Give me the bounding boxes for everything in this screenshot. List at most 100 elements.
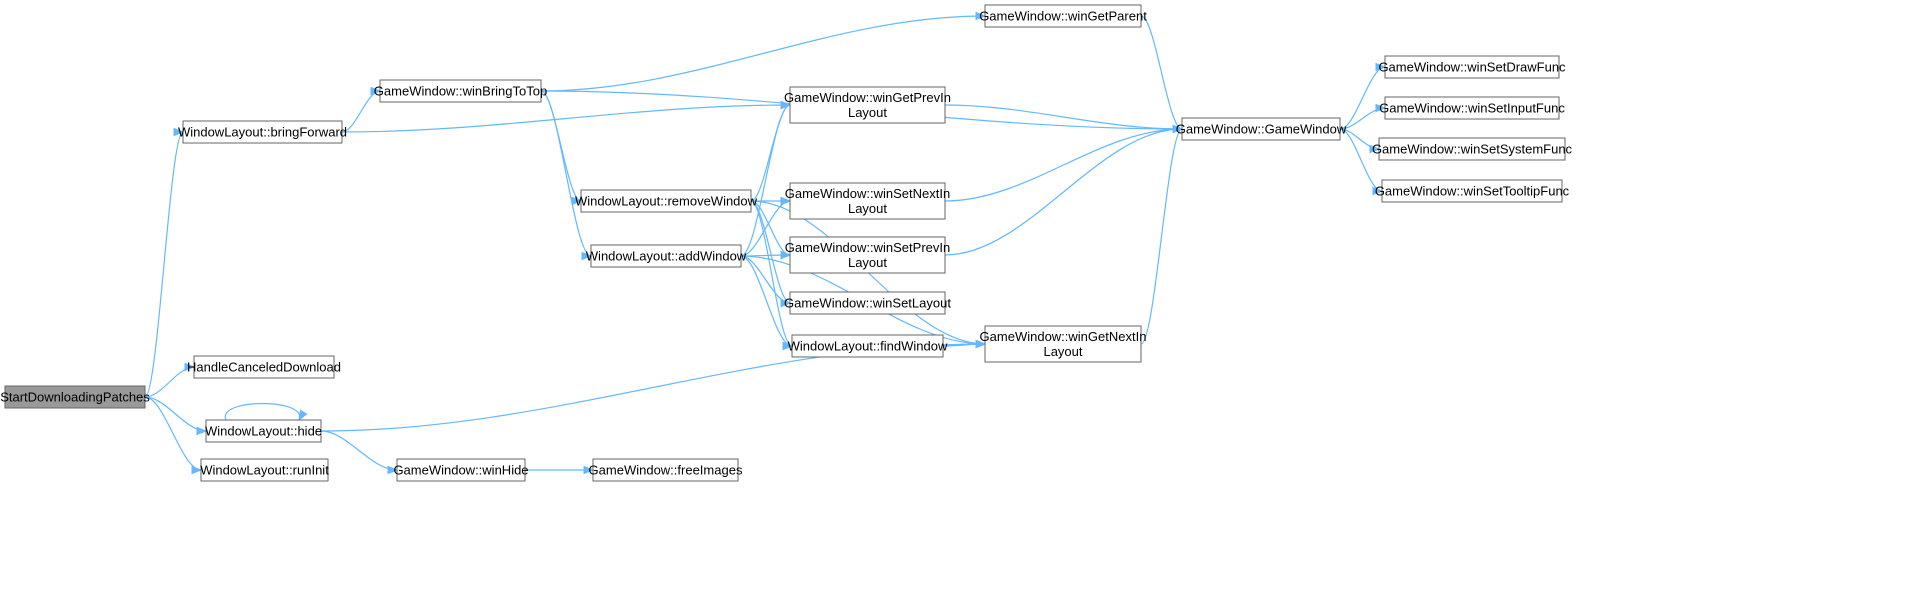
node-box bbox=[984, 4, 1142, 28]
node-box bbox=[205, 419, 322, 443]
edge-hide-to-winHide bbox=[320, 430, 399, 475]
node-label: WindowLayout::bringForward bbox=[178, 125, 347, 140]
node-label: Layout bbox=[848, 105, 887, 120]
edge-winSetPrevInLayout-to-gameWindow bbox=[944, 124, 1184, 256]
node-bringForward[interactable]: WindowLayout::bringForward bbox=[178, 120, 347, 144]
node-box bbox=[1381, 179, 1563, 203]
node-box bbox=[984, 325, 1142, 363]
edge-removeWindow-to-winGetNextInLayout bbox=[750, 200, 987, 349]
node-box bbox=[789, 86, 946, 124]
node-box bbox=[791, 334, 944, 358]
node-findWindow[interactable]: WindowLayout::findWindow bbox=[788, 334, 948, 358]
node-label: GameWindow::winSetLayout bbox=[784, 296, 951, 311]
node-label: GameWindow::winSetPrevIn bbox=[785, 240, 950, 255]
edge-arrowhead bbox=[298, 409, 308, 422]
node-label: GameWindow::GameWindow bbox=[1176, 122, 1347, 137]
node-winSetInputFunc[interactable]: GameWindow::winSetInputFunc bbox=[1379, 96, 1565, 120]
edge-line bbox=[740, 255, 793, 347]
edge-winGetParent-to-gameWindow bbox=[1140, 15, 1184, 134]
edge-arrowhead bbox=[583, 465, 595, 475]
node-winBringToTop[interactable]: GameWindow::winBringToTop bbox=[374, 79, 547, 103]
node-box bbox=[1181, 117, 1341, 141]
edge-line bbox=[320, 430, 398, 471]
edge-start-to-runInit bbox=[144, 396, 203, 475]
edge-line bbox=[944, 104, 1183, 130]
node-label: GameWindow::winGetParent bbox=[979, 9, 1147, 24]
node-box bbox=[1384, 55, 1560, 79]
node-addWindow[interactable]: WindowLayout::addWindow bbox=[586, 244, 747, 268]
edge-arrowhead bbox=[196, 426, 208, 436]
edge-start-to-handleCanceled bbox=[144, 362, 196, 398]
edge-arrowhead bbox=[780, 100, 792, 110]
edge-arrowhead bbox=[780, 250, 792, 260]
edge-addWindow-to-findWindow bbox=[740, 255, 794, 351]
edge-arrowhead bbox=[1372, 186, 1384, 196]
nodes-layer: StartDownloadingPatches WindowLayout::bri… bbox=[0, 4, 1573, 482]
node-label: GameWindow::winGetNextIn bbox=[980, 329, 1147, 344]
edge-line bbox=[144, 396, 202, 471]
node-winSetLayout[interactable]: GameWindow::winSetLayout bbox=[784, 291, 951, 315]
node-winSetTooltipFunc[interactable]: GameWindow::winSetTooltipFunc bbox=[1375, 179, 1570, 203]
node-box bbox=[592, 458, 739, 482]
edge-line bbox=[1140, 128, 1183, 345]
edge-bringForward-to-winGetPrevInLayout bbox=[341, 100, 792, 133]
edge-winHide-to-freeImages bbox=[525, 465, 595, 475]
node-label: GameWindow::winSetDrawFunc bbox=[1378, 60, 1566, 75]
node-winSetDrawFunc[interactable]: GameWindow::winSetDrawFunc bbox=[1378, 55, 1566, 79]
edge-line bbox=[1339, 66, 1386, 130]
node-label: GameWindow::freeImages bbox=[589, 463, 743, 478]
node-label: WindowLayout::hide bbox=[205, 424, 322, 439]
edge-addWindow-to-winSetLayout bbox=[740, 255, 792, 308]
node-removeWindow[interactable]: WindowLayout::removeWindow bbox=[575, 189, 758, 213]
node-box bbox=[193, 355, 335, 379]
edge-line bbox=[540, 15, 986, 92]
edge-arrowhead bbox=[780, 196, 792, 206]
node-gameWindow[interactable]: GameWindow::GameWindow bbox=[1176, 117, 1347, 141]
edge-line bbox=[144, 131, 184, 398]
node-freeImages[interactable]: GameWindow::freeImages bbox=[589, 458, 743, 482]
edge-gameWindow-to-winSetDrawFunc bbox=[1339, 62, 1387, 130]
node-label: HandleCanceledDownload bbox=[187, 360, 341, 375]
edge-arrowhead bbox=[387, 465, 399, 475]
node-runInit[interactable]: WindowLayout::runInit bbox=[200, 458, 329, 482]
node-box bbox=[789, 182, 946, 220]
node-start[interactable]: StartDownloadingPatches bbox=[0, 385, 150, 409]
node-winHide[interactable]: GameWindow::winHide bbox=[393, 458, 529, 482]
edge-line bbox=[341, 104, 791, 133]
edge-line bbox=[1339, 128, 1383, 192]
edge-arrowhead bbox=[184, 362, 196, 372]
node-label: Layout bbox=[848, 201, 887, 216]
edge-line bbox=[224, 402, 301, 421]
node-box bbox=[789, 236, 946, 274]
node-box bbox=[580, 189, 752, 213]
edge-arrowhead bbox=[173, 127, 185, 137]
node-label: Layout bbox=[848, 255, 887, 270]
edge-start-to-bringForward bbox=[144, 127, 185, 398]
node-box bbox=[396, 458, 526, 482]
node-hide[interactable]: WindowLayout::hide bbox=[205, 419, 322, 443]
node-winSetSystemFunc[interactable]: GameWindow::winSetSystemFunc bbox=[1372, 137, 1573, 161]
edge-gameWindow-to-winSetTooltipFunc bbox=[1339, 128, 1384, 196]
edge-hide-to-hide bbox=[224, 402, 308, 422]
node-label: GameWindow::winSetInputFunc bbox=[1379, 101, 1565, 116]
edge-addWindow-to-winGetPrevInLayout bbox=[740, 100, 792, 257]
node-label: WindowLayout::addWindow bbox=[586, 249, 747, 264]
node-label: GameWindow::winSetNextIn bbox=[785, 186, 950, 201]
edge-line bbox=[944, 128, 1183, 202]
node-winGetParent[interactable]: GameWindow::winGetParent bbox=[979, 4, 1147, 28]
node-handleCanceled[interactable]: HandleCanceledDownload bbox=[187, 355, 341, 379]
node-label: Layout bbox=[1043, 344, 1082, 359]
edge-winBringToTop-to-addWindow bbox=[540, 90, 593, 261]
node-box bbox=[1378, 137, 1566, 161]
edge-arrowhead bbox=[780, 298, 792, 308]
edge-addWindow-to-winSetNextInLayout bbox=[740, 196, 792, 257]
edge-arrowhead bbox=[1369, 144, 1381, 154]
node-label: StartDownloadingPatches bbox=[0, 390, 150, 405]
edge-removeWindow-to-findWindow bbox=[750, 200, 794, 351]
edge-arrowhead bbox=[1172, 124, 1184, 134]
